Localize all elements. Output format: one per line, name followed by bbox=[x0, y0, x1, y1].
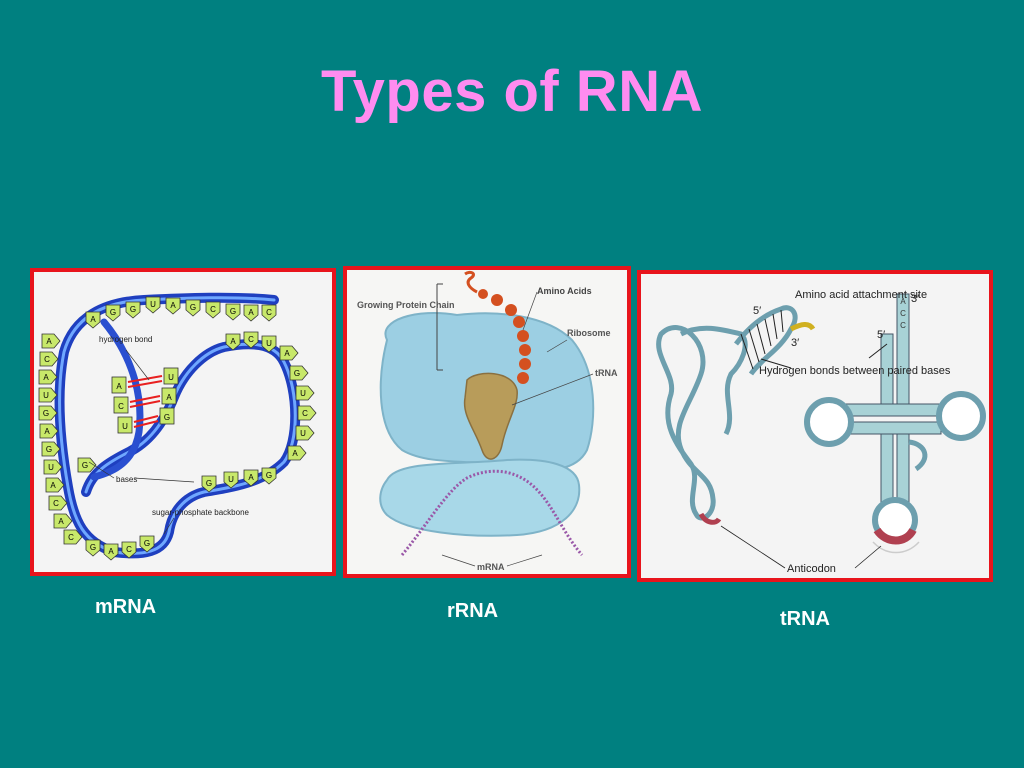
three-prime-label-left: 3′ bbox=[791, 337, 799, 349]
base-label: A bbox=[44, 427, 50, 436]
base-label: C bbox=[126, 545, 132, 554]
trna-cloverleaf: A C C bbox=[804, 293, 986, 554]
base-label: C bbox=[302, 409, 308, 418]
base-label: G bbox=[82, 461, 88, 470]
growing-protein-chain-label: Growing Protein Chain bbox=[357, 300, 455, 310]
base-label: U bbox=[168, 373, 174, 382]
base-label: U bbox=[43, 391, 49, 400]
base-label: A bbox=[43, 373, 49, 382]
base-label: G bbox=[164, 413, 170, 422]
base-label: C bbox=[68, 533, 74, 542]
trna-3d-anticodon bbox=[698, 512, 722, 525]
trna-caption: tRNA bbox=[780, 608, 830, 630]
base-label: A bbox=[50, 481, 56, 490]
mrna-top-bases: A G G U A G C G A C bbox=[85, 296, 277, 329]
trna-label: tRNA bbox=[595, 368, 618, 378]
base-label: C bbox=[210, 305, 216, 314]
protein-chain bbox=[464, 270, 531, 384]
rrna-caption: rRNA bbox=[447, 600, 499, 622]
base-label: A bbox=[284, 349, 290, 358]
base-label: G bbox=[90, 543, 96, 552]
base-label: U bbox=[266, 339, 272, 348]
trna-diagram-panel: A C C Amino acid attachment site 3′ 5′ 5… bbox=[637, 270, 993, 582]
base-label: C bbox=[53, 499, 59, 508]
base-label: G bbox=[294, 369, 300, 378]
attachment-site-label: Amino acid attachment site bbox=[795, 289, 927, 301]
hydrogen-bonds-label: Hydrogen bonds between paired bases bbox=[759, 365, 951, 377]
base-label: A bbox=[90, 315, 96, 324]
anticodon-label: Anticodon bbox=[787, 563, 836, 575]
rrna-diagram: Amino Acids Growing Protein Chain Riboso… bbox=[357, 270, 618, 572]
base-label: A bbox=[230, 337, 236, 346]
base-label: G bbox=[190, 303, 196, 312]
base-label: C bbox=[44, 355, 50, 364]
base-label: C bbox=[118, 402, 124, 411]
mrna-diagram-panel: A G G U A G C G A C A C A U G A G U A C … bbox=[30, 268, 336, 576]
five-prime-label-left: 5′ bbox=[753, 305, 761, 317]
anticodon-loop-bases bbox=[873, 527, 917, 545]
base-label: G bbox=[144, 539, 150, 548]
trna-molecule bbox=[463, 372, 518, 460]
base-label: A bbox=[248, 308, 254, 317]
base-label: A bbox=[248, 473, 254, 482]
mrna-paired-bases: A C U U A G bbox=[111, 367, 179, 434]
three-prime-label-right: 3′ bbox=[911, 293, 919, 305]
hydrogen-bond-marks bbox=[127, 375, 163, 428]
base-label: A bbox=[170, 301, 176, 310]
base-label: U bbox=[300, 429, 306, 438]
base-label: A bbox=[116, 382, 122, 391]
base-label: U bbox=[122, 422, 128, 431]
base-label: G bbox=[110, 308, 116, 317]
growing-chain-bracket bbox=[436, 283, 443, 371]
mrna-right-bases: A C U A G U C U A G A U G bbox=[201, 331, 317, 493]
acceptor-base-label: C bbox=[900, 321, 906, 330]
mrna-bottom-bases: G A C G bbox=[85, 535, 155, 561]
five-prime-label-right: 5′ bbox=[877, 329, 885, 341]
bases-label: bases bbox=[116, 475, 137, 484]
backbone-label: sugar-phosphate backbone bbox=[152, 508, 250, 517]
acceptor-base-label: A bbox=[900, 297, 906, 306]
hydrogen-bond-label: hydrogen bond bbox=[99, 335, 152, 344]
trna-3d-ribbon bbox=[656, 325, 716, 521]
base-label: G bbox=[130, 305, 136, 314]
base-label: G bbox=[266, 471, 272, 480]
base-label: A bbox=[58, 517, 64, 526]
base-label: G bbox=[230, 307, 236, 316]
base-label: C bbox=[248, 335, 254, 344]
base-label: U bbox=[150, 300, 156, 309]
slide-title: Types of RNA bbox=[321, 59, 703, 124]
mrna-inner-strand bbox=[90, 318, 144, 481]
base-label: G bbox=[43, 409, 49, 418]
acceptor-base-label: C bbox=[900, 309, 906, 318]
base-label: U bbox=[228, 475, 234, 484]
mrna-caption: mRNA bbox=[95, 596, 157, 618]
base-label: G bbox=[46, 445, 52, 454]
base-label: U bbox=[48, 463, 54, 472]
ribosome-label: Ribosome bbox=[567, 328, 611, 338]
base-label: A bbox=[292, 449, 298, 458]
base-label: C bbox=[266, 308, 272, 317]
base-label: G bbox=[206, 479, 212, 488]
base-label: A bbox=[46, 337, 52, 346]
amino-acids-label: Amino Acids bbox=[537, 286, 592, 296]
mrna-diagram: A G G U A G C G A C A C A U G A G U A C … bbox=[38, 292, 317, 561]
base-label: U bbox=[300, 389, 306, 398]
base-label: A bbox=[108, 547, 114, 556]
mrna-label: mRNA bbox=[477, 562, 505, 572]
base-label: A bbox=[166, 393, 172, 402]
trna-diagram: A C C Amino acid attachment site 3′ 5′ 5… bbox=[656, 289, 986, 575]
mrna-left-bases: A C A U G A G U A C A C G bbox=[38, 333, 97, 545]
rrna-diagram-panel: Amino Acids Growing Protein Chain Riboso… bbox=[343, 266, 631, 578]
ribosome-small-subunit bbox=[379, 458, 581, 537]
